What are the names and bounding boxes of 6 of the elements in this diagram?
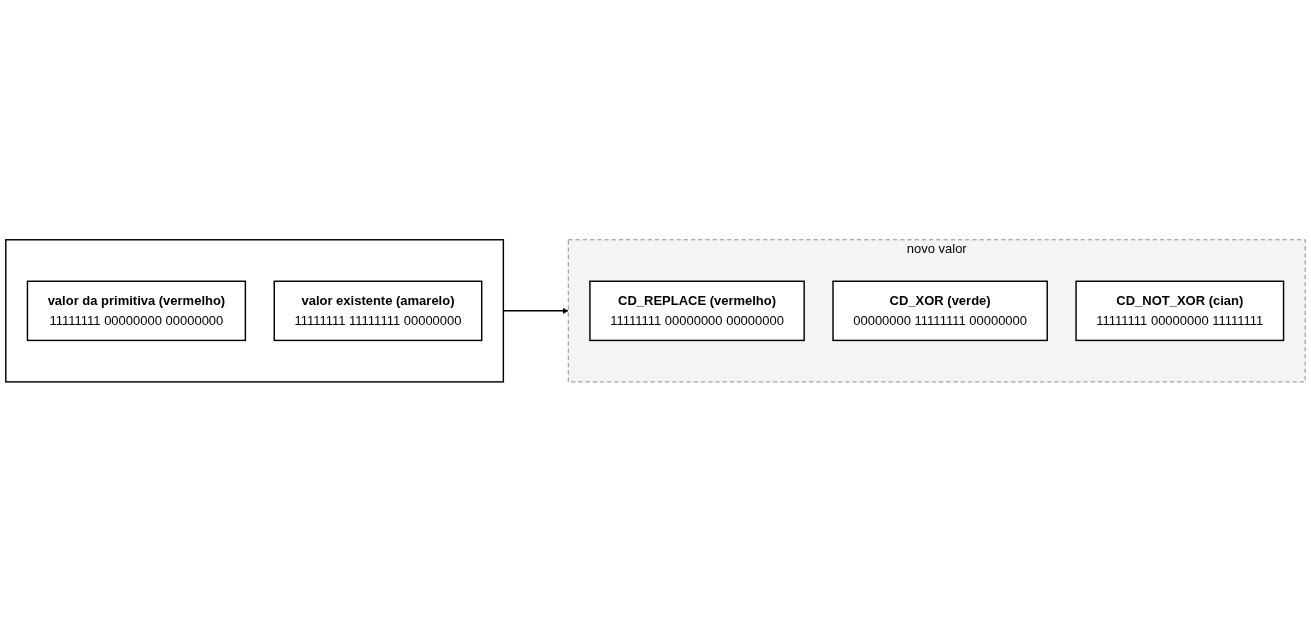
cluster: [5, 238, 505, 383]
node-box: CD_REPLACE (vermelho) 11111111 00000000 00000000: [589, 280, 805, 341]
node-box: CD_NOT_XOR (cian) 11111111 00000000 11111111: [1075, 280, 1285, 341]
node-box: valor existente (amarelo) 11111111 11111111 00000000: [273, 280, 483, 341]
node-box: CD_XOR (verde) 00000000 11111111 00000000: [832, 280, 1048, 341]
node-box: valor da primitiva (vermelho) 11111111 00000000 00000000: [26, 280, 247, 341]
